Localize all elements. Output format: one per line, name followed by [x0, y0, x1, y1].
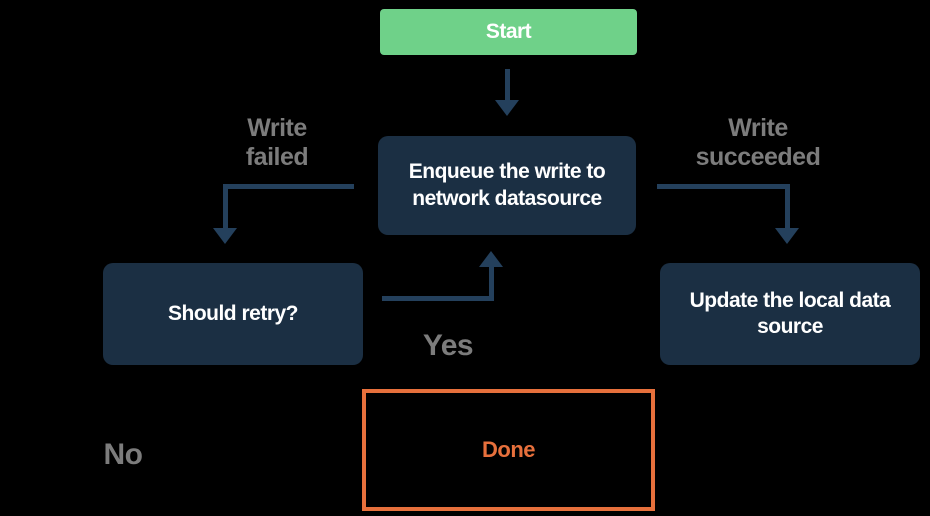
- edge-label-write-succeeded: Write succeeded: [695, 114, 821, 171]
- arrow-enqueue-to-retry-hline: [223, 184, 354, 189]
- arrow-retry-to-enqueue-vline: [489, 267, 494, 301]
- arrow-enqueue-to-update-vline: [785, 184, 790, 230]
- edge-label-no: No: [103, 438, 144, 471]
- arrow-retry-to-enqueue-hline: [382, 296, 494, 301]
- node-done: Done: [362, 389, 655, 511]
- arrow-enqueue-to-update-hline: [657, 184, 790, 189]
- edge-label-yes: Yes: [422, 329, 474, 362]
- node-should-retry: Should retry?: [103, 263, 363, 365]
- node-update-local-source: Update the local data source: [660, 263, 920, 365]
- arrow-start-to-enqueue-line: [505, 69, 510, 102]
- arrow-start-to-enqueue-head: [495, 100, 519, 116]
- edge-label-write-failed: Write failed: [245, 114, 309, 171]
- arrow-enqueue-to-update-head: [775, 228, 799, 244]
- arrow-enqueue-to-retry-vline: [223, 184, 228, 230]
- arrow-enqueue-to-retry-head: [213, 228, 237, 244]
- node-start: Start: [380, 9, 637, 55]
- node-enqueue-write: Enqueue the write to network datasource: [378, 136, 636, 235]
- arrow-retry-to-enqueue-head: [479, 251, 503, 267]
